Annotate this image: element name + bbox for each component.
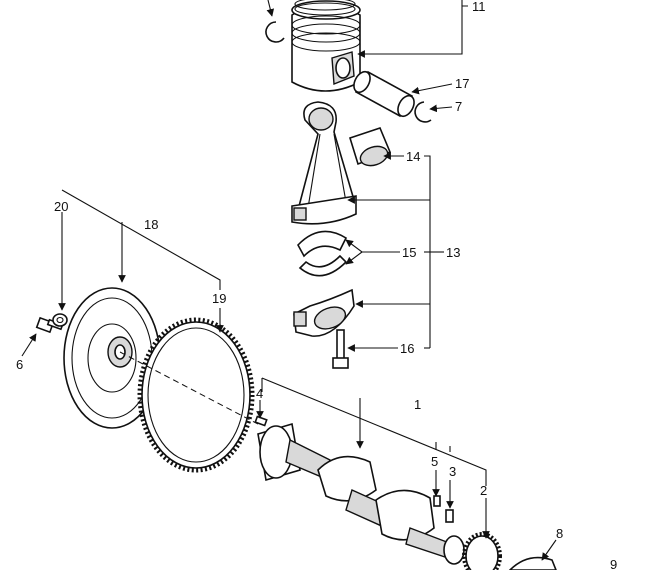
callout-17: 17 [455, 76, 469, 91]
callout-18: 18 [144, 217, 158, 232]
piston [291, 0, 361, 92]
bearing-shell-upper [297, 230, 348, 258]
rod-bolt [332, 329, 349, 369]
woodruff-key [433, 495, 441, 507]
callout-1: 1 [414, 397, 421, 412]
flywheel [63, 287, 161, 429]
connecting-rod [291, 101, 357, 225]
callout-3: 3 [449, 464, 456, 479]
bearing-shell-lower [298, 254, 348, 277]
piston-pin [353, 70, 415, 118]
retaining-ring-upper [265, 21, 285, 43]
callout-13: 13 [446, 245, 460, 260]
callout-2: 2 [480, 483, 487, 498]
dowel-pin [254, 415, 268, 427]
callout-16: 16 [400, 341, 414, 356]
crankshaft [257, 422, 465, 565]
crank-gear [462, 532, 502, 570]
callout-6: 6 [16, 357, 23, 372]
callout-15: 15 [402, 245, 416, 260]
callout-19: 19 [212, 291, 226, 306]
ring-gear [137, 317, 255, 473]
callout-4: 4 [256, 386, 263, 401]
callout-20: 20 [54, 199, 68, 214]
key [445, 509, 454, 523]
callout-9: 9 [610, 557, 617, 570]
rod-cap [293, 288, 355, 337]
callout-11: 11 [472, 0, 486, 14]
callout-7: 7 [455, 99, 462, 114]
retaining-ring-lower [414, 101, 432, 123]
callout-14: 14 [406, 149, 420, 164]
leader-lines [21, 0, 557, 561]
front-gear [508, 556, 557, 570]
rod-bushing [349, 127, 392, 167]
piston-rings [294, 0, 356, 16]
callout-5: 5 [431, 454, 438, 469]
callout-8: 8 [556, 526, 563, 541]
washer [52, 313, 68, 327]
